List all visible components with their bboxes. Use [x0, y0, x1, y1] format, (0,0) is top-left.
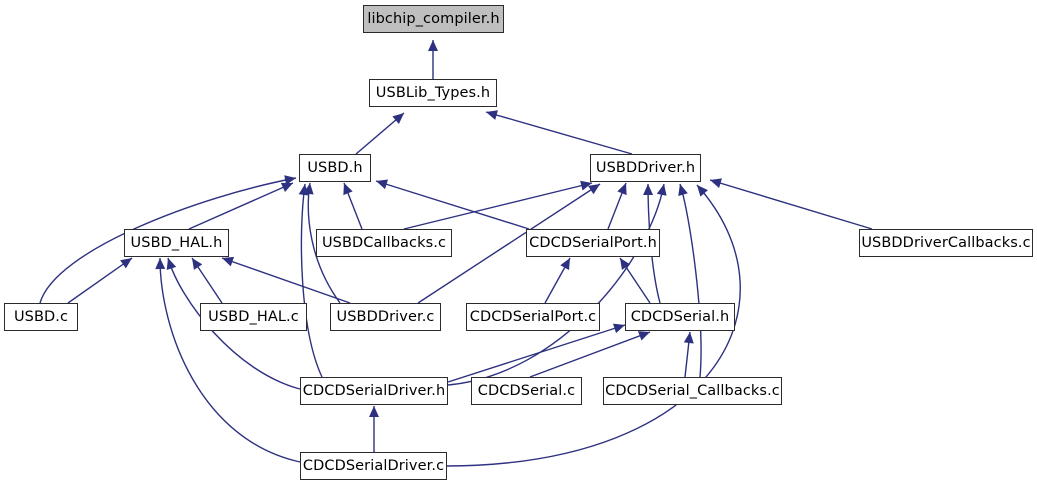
edge-cdcdserialdriver_c-to-usbddriver_h	[446, 184, 741, 467]
graph-node-label: CDCDSerial_Callbacks.c	[605, 382, 780, 399]
arrowhead-usblib_types_h-to-libchip_compiler_h	[428, 40, 438, 51]
arrowhead-cdcdserial_c-to-cdcdserial_h	[637, 331, 650, 341]
arrowhead-cdcdserialdriver_h-to-usbd_hal_h	[166, 258, 177, 271]
graph-node-label: USBDDriverCallbacks.c	[861, 234, 1031, 251]
edge-usbd_c-to-usbd_hal_h	[67, 257, 133, 304]
graph-node-usbd_hal_c[interactable]: USBD_HAL.c	[200, 303, 307, 331]
graph-node-label: USBD_HAL.h	[130, 234, 223, 251]
arrowhead-cdcdserial_h-to-cdcdserialport_h	[620, 258, 631, 270]
graph-node-label: USBD.c	[13, 308, 69, 325]
graph-node-usbddriver_h[interactable]: USBDDriver.h	[590, 154, 701, 182]
graph-node-usbd_hal_h[interactable]: USBD_HAL.h	[124, 229, 229, 257]
graph-node-label: USBDCallbacks.c	[321, 234, 447, 251]
edge-cdcdserialdriver_h-to-usbd_h	[300, 183, 323, 378]
graph-node-label: libchip_compiler.h	[367, 10, 500, 27]
arrowhead-usbddriver_c-to-usbd_hal_h	[222, 256, 235, 267]
graph-node-label: USBDDriver.c	[336, 308, 435, 325]
arrowhead-cdcdserial_callbacks_c-to-cdcdserial_h	[683, 332, 694, 344]
edge-cdcdserialport_h-to-usbd_h	[375, 180, 530, 230]
graph-node-usbd_h[interactable]: USBD.h	[299, 154, 371, 182]
graph-node-label: USBD_HAL.c	[208, 308, 299, 325]
arrowhead-cdcdserialdriver_h-to-cdcdserial_h	[612, 323, 625, 334]
edge-usbd_hal_h-to-usbd_h	[188, 182, 294, 230]
graph-node-label: CDCDSerialDriver.h	[302, 382, 446, 399]
edge-usbddriver_c-to-usbd_hal_h	[221, 257, 351, 304]
edge-cdcdserial_c-to-cdcdserial_h	[529, 331, 651, 378]
arrowhead-cdcdserialport_h-to-usbd_h	[376, 179, 388, 190]
arrowhead-usbd_hal_c-to-usbd_hal_h	[192, 258, 203, 270]
graph-node-cdcdserial_h[interactable]: CDCDSerial.h	[625, 303, 735, 331]
arrowhead-usbddriver_h-to-usblib_types_h	[486, 110, 498, 120]
edge-cdcdserialdriver_h-to-usbd_hal_h	[167, 257, 301, 390]
graph-node-cdcdserialport_h[interactable]: CDCDSerialPort.h	[526, 229, 660, 257]
arrowhead-usbd_h-to-usblib_types_h	[392, 113, 404, 124]
graph-node-cdcdserialport_c[interactable]: CDCDSerialPort.c	[466, 303, 600, 331]
graph-node-usblib_types_h[interactable]: USBLib_Types.h	[369, 79, 497, 107]
graph-node-cdcdserial_callbacks_c[interactable]: CDCDSerial_Callbacks.c	[603, 377, 782, 405]
graph-node-label: USBLib_Types.h	[375, 84, 491, 101]
arrowhead-usbddrivercallbacks_c-to-usbddriver_h	[710, 178, 722, 188]
edge-cdcdserial_callbacks_c-to-usbddriver_h	[679, 183, 702, 378]
edge-cdcdserialdriver_c-to-usbd_hal_h	[159, 257, 301, 463]
graph-node-usbddrivercallbacks_c[interactable]: USBDDriverCallbacks.c	[859, 229, 1033, 257]
arrowhead-cdcdserial_callbacks_c-to-usbddriver_h	[678, 184, 688, 196]
edge-usbddrivercallbacks_c-to-usbddriver_h	[709, 179, 873, 230]
arrowhead-cdcdserialdriver_h-to-usbd_h	[298, 184, 309, 196]
edge-cdcdserialdriver_h-to-cdcdserial_h	[447, 324, 626, 383]
graph-node-label: CDCDSerialPort.h	[529, 234, 657, 251]
graph-node-label: CDCDSerialPort.c	[469, 308, 597, 325]
graph-node-usbdcallbacks_c[interactable]: USBDCallbacks.c	[316, 229, 452, 257]
edge-usbdcallbacks_c-to-usbddriver_h	[403, 182, 593, 230]
arrowhead-cdcdserialport_h-to-usbddriver_h	[617, 183, 627, 196]
graph-node-label: USBDDriver.h	[595, 159, 696, 176]
arrowhead-usbddriver_c-to-usbddriver_h	[588, 184, 600, 195]
arrowhead-cdcdserialdriver_c-to-usbd_hal_h	[155, 258, 166, 270]
arrowhead-cdcdserialport_c-to-cdcdserialport_h	[560, 258, 570, 271]
arrowhead-usbd_c-to-usbd_hal_h	[120, 258, 132, 269]
arrowhead-usbdcallbacks_c-to-usbddriver_h	[580, 180, 592, 191]
graph-node-label: USBD.h	[307, 159, 363, 176]
graph-node-cdcdserial_c[interactable]: CDCDSerial.c	[471, 377, 582, 405]
arrowhead-cdcdserialdriver_h-to-usbddriver_h	[656, 184, 667, 196]
graph-node-cdcdserialdriver_h[interactable]: CDCDSerialDriver.h	[300, 377, 448, 405]
edge-usbd_c-to-usbd_h	[39, 177, 297, 304]
arrowhead-usbd_hal_h-to-usbd_h	[280, 182, 293, 193]
graph-node-usbd_c[interactable]: USBD.c	[4, 303, 78, 331]
graph-node-cdcdserialdriver_c[interactable]: CDCDSerialDriver.c	[300, 452, 447, 480]
graph-node-label: CDCDSerial.h	[630, 308, 730, 325]
graph-node-usbddriver_c[interactable]: USBDDriver.c	[330, 303, 441, 331]
arrowhead-usbdcallbacks_c-to-usbd_h	[343, 183, 353, 196]
arrowhead-usbd_c-to-usbd_h	[284, 175, 296, 186]
graph-node-libchip_compiler_h[interactable]: libchip_compiler.h	[363, 5, 504, 33]
edge-usbddriver_c-to-usbd_h	[307, 182, 341, 304]
edge-usbddriver_c-to-usbddriver_h	[417, 183, 601, 304]
arrowhead-cdcdserialdriver_c-to-usbddriver_h	[697, 185, 708, 197]
edge-usbddriver_h-to-usblib_types_h	[485, 111, 633, 155]
arrowhead-cdcdserial_h-to-usbddriver_h	[643, 184, 654, 196]
graph-node-label: CDCDSerial.c	[477, 382, 576, 399]
arrowhead-cdcdserialdriver_c-to-cdcdserialdriver_h	[369, 406, 379, 417]
graph-node-label: CDCDSerialDriver.c	[302, 457, 445, 474]
